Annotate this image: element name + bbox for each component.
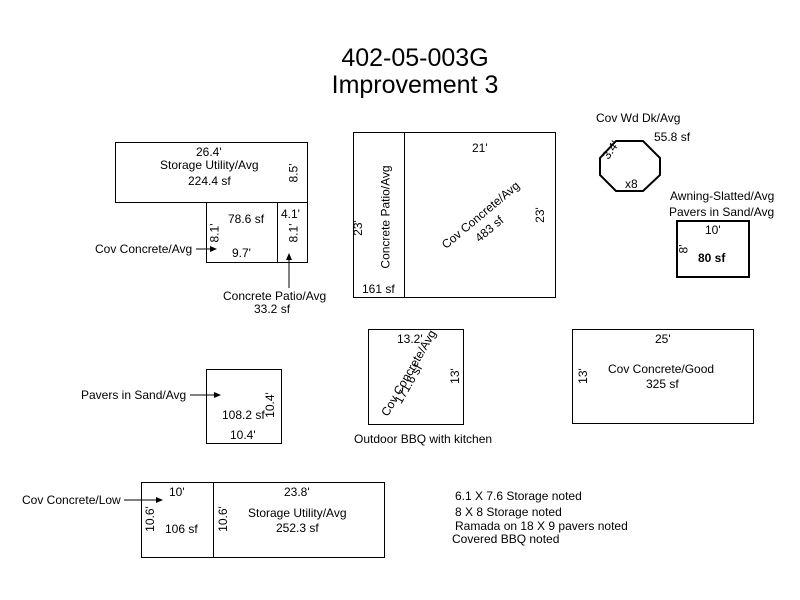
cov-good-area: 325 sf <box>646 377 679 391</box>
awning-line2: Pavers in Sand/Avg <box>669 205 775 219</box>
note-2: 8 X 8 Storage noted <box>455 505 562 519</box>
awning-area: 80 sf <box>698 251 726 265</box>
storage-utility-top-area: 224.4 sf <box>188 174 231 188</box>
awning-line1: Awning-Slatted/Avg <box>670 189 775 203</box>
note-3: Ramada on 18 X 9 pavers noted <box>455 519 628 533</box>
concrete-patio-small-name: Concrete Patio/Avg <box>223 289 327 303</box>
cov-concrete-low-label: Cov Concrete/Low <box>22 493 121 507</box>
bbq-box <box>368 329 464 425</box>
pavers-label: Pavers in Sand/Avg <box>81 388 187 402</box>
concrete-patio-big-area: 161 sf <box>362 282 395 296</box>
pavers-box <box>206 369 282 444</box>
storage-utility-top-width: 26.4' <box>196 145 222 159</box>
cov-good-width: 25' <box>655 332 671 346</box>
bbq-width: 13.2' <box>397 332 423 346</box>
note-1: 6.1 X 7.6 Storage noted <box>455 489 582 503</box>
bbq-caption: Outdoor BBQ with kitchen <box>354 432 493 446</box>
sketch-title: Improvement 3 <box>331 71 499 99</box>
pavers-bottom: 10.4' <box>230 428 256 442</box>
cov-good-name: Cov Concrete/Good <box>608 362 715 376</box>
cov-concrete-big-box <box>404 132 556 298</box>
storage-utility-bottom-box <box>213 482 385 558</box>
storage-utility-top-name: Storage Utility/Avg <box>160 158 259 172</box>
deck-octagon <box>599 140 661 192</box>
awning-width: 10' <box>705 223 721 237</box>
cov-concrete-low-area: 106 sf <box>165 522 198 536</box>
awning-box <box>676 220 750 278</box>
cov-concrete-avg-label: Cov Concrete/Avg <box>95 242 193 256</box>
note-4: Covered BBQ noted <box>452 532 560 546</box>
storage-utility-bottom-name: Storage Utility/Avg <box>248 506 347 520</box>
cov-concrete-low-width: 10' <box>169 485 185 499</box>
sketch-id: 402-05-003G <box>341 44 489 72</box>
deck-count: x8 <box>625 177 638 191</box>
cov-good-box <box>572 329 754 424</box>
cov-concrete-big-width: 21' <box>472 141 488 155</box>
deck-name: Cov Wd Dk/Avg <box>596 111 681 125</box>
pavers-area: 108.2 sf <box>222 408 265 422</box>
storage-utility-bottom-area: 252.3 sf <box>276 521 319 535</box>
cov-concrete-small-area: 78.6 sf <box>228 212 265 226</box>
deck-area: 55.8 sf <box>654 130 691 144</box>
concrete-patio-small-top: 4.1' <box>281 207 300 221</box>
concrete-patio-small-box <box>277 202 308 263</box>
storage-utility-bottom-width: 23.8' <box>284 485 310 499</box>
concrete-patio-small-area: 33.2 sf <box>254 302 291 316</box>
cov-concrete-small-bottom: 9.7' <box>232 246 251 260</box>
